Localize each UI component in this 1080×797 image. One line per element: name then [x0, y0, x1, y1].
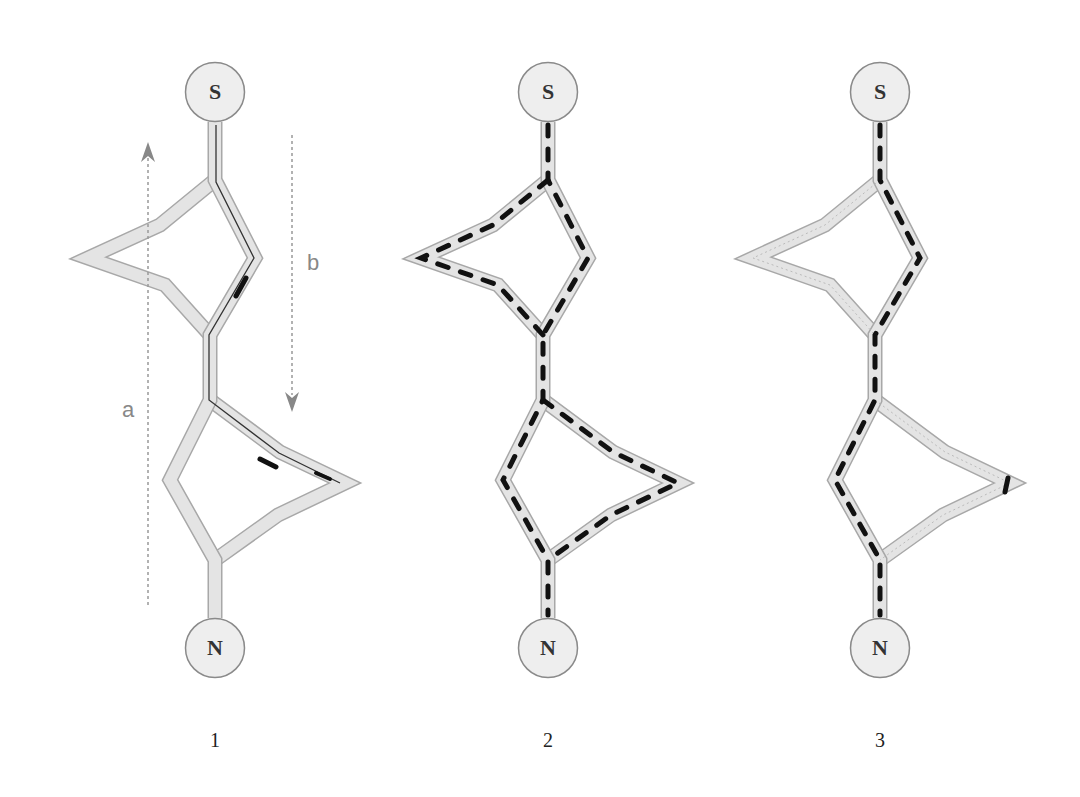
pole-letter: N	[517, 617, 579, 679]
pole-letter: N	[184, 617, 246, 679]
pole-letter: N	[849, 617, 911, 679]
panel-number: 2	[543, 730, 553, 750]
pole-letter: S	[184, 61, 246, 123]
direction-label: b	[307, 252, 319, 274]
pole-letter: S	[849, 61, 911, 123]
panel-3-ants	[753, 125, 1010, 615]
panel-2-ants	[421, 125, 678, 615]
trail-path	[170, 122, 255, 618]
pole-circle: S	[184, 61, 246, 123]
pole-circle: N	[184, 617, 246, 679]
trail-path	[503, 122, 588, 618]
pole-letter: S	[517, 61, 579, 123]
panel-number: 3	[875, 730, 885, 750]
panel-number: 1	[210, 730, 220, 750]
pole-circle: S	[849, 61, 911, 123]
pole-circle: N	[849, 617, 911, 679]
trail-path	[835, 122, 920, 618]
direction-label: a	[122, 399, 134, 421]
panel-1-ants	[141, 125, 340, 605]
pole-circle: N	[517, 617, 579, 679]
pole-circle: S	[517, 61, 579, 123]
